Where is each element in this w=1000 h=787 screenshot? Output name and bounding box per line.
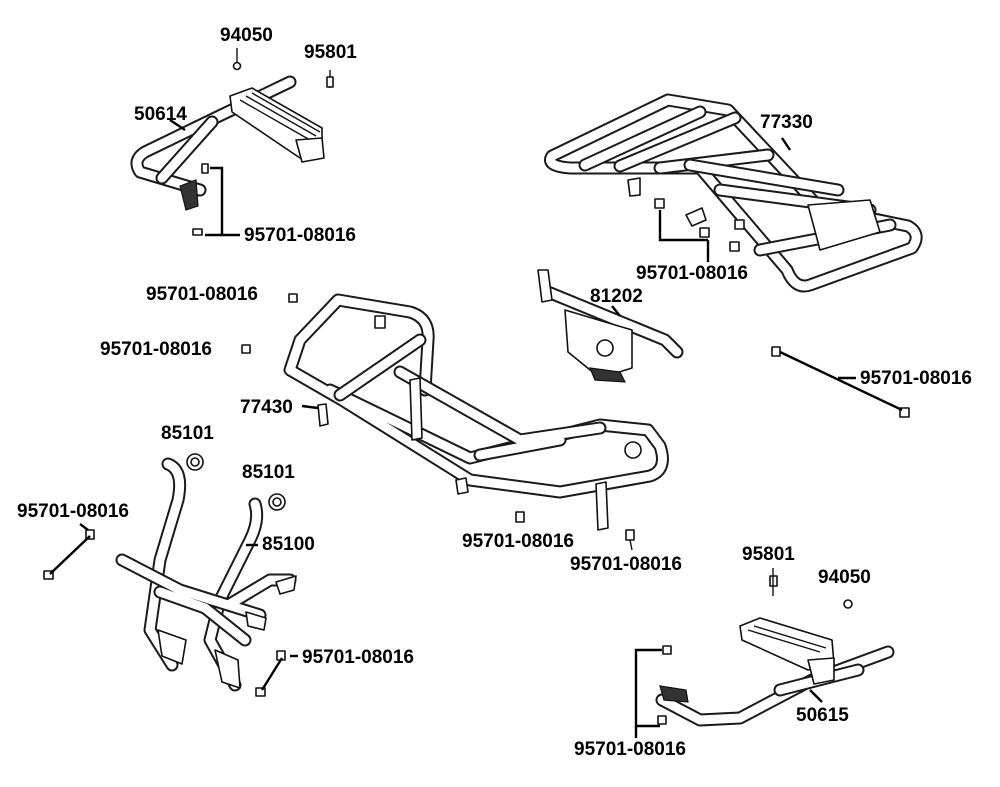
label-95701-f: 95701-08016 (17, 501, 129, 522)
rear-rack-77330 (544, 93, 923, 293)
label-77330: 77330 (760, 112, 813, 133)
footrest-bracket-50614 (130, 75, 325, 211)
label-77430: 77430 (240, 397, 293, 418)
bolt-95701-a-pair (192, 163, 240, 237)
label-95801-bot: 95801 (742, 544, 795, 565)
bolt-95701-c-rod (771, 346, 910, 418)
bolt-95801-top (326, 70, 334, 88)
label-95701-c: 95701-08016 (860, 368, 972, 389)
bolt-95701-h (625, 529, 635, 551)
label-85101-b: 85101 (242, 462, 295, 483)
label-95701-h: 95701-08016 (570, 554, 682, 575)
label-95701-j: 95701-08016 (574, 739, 686, 760)
grommet-85101-b (268, 493, 286, 511)
label-95701-d: 95701-08016 (146, 284, 258, 305)
bolt-95701-b-group (654, 198, 745, 262)
label-95801-top: 95801 (304, 42, 357, 63)
bracket-81202 (537, 269, 684, 383)
bolt-95701-g (515, 511, 525, 523)
bolt-95701-d (288, 293, 298, 303)
leader-77330 (781, 137, 791, 151)
bolt-95801-bot (769, 568, 778, 596)
label-50614: 50614 (134, 104, 187, 125)
label-95701-g: 95701-08016 (462, 531, 574, 552)
label-94050-bot: 94050 (818, 567, 871, 588)
bolt-95701-j-pair (634, 645, 672, 738)
bolt-94050-top (232, 48, 242, 71)
bolt-95701-f-rod (43, 523, 95, 580)
bolt-94050-bot (843, 599, 853, 609)
front-rack-77430 (283, 293, 669, 531)
label-94050-top: 94050 (220, 25, 273, 46)
label-95701-i: 95701-08016 (302, 647, 414, 668)
label-81202: 81202 (590, 286, 643, 307)
label-95701-b: 95701-08016 (636, 263, 748, 284)
label-85101-a: 85101 (161, 423, 214, 444)
footrest-bracket-50615 (655, 617, 895, 727)
bolt-95701-e (241, 344, 251, 354)
grommet-85101-a (186, 453, 204, 471)
label-95701-e: 95701-08016 (100, 339, 212, 360)
label-85100: 85100 (262, 534, 315, 555)
bolt-95701-i-rod (255, 650, 298, 697)
label-50615: 50615 (796, 705, 849, 726)
label-95701-a: 95701-08016 (244, 225, 356, 246)
front-frame-85100 (115, 457, 297, 692)
leader-50614 (169, 119, 186, 131)
